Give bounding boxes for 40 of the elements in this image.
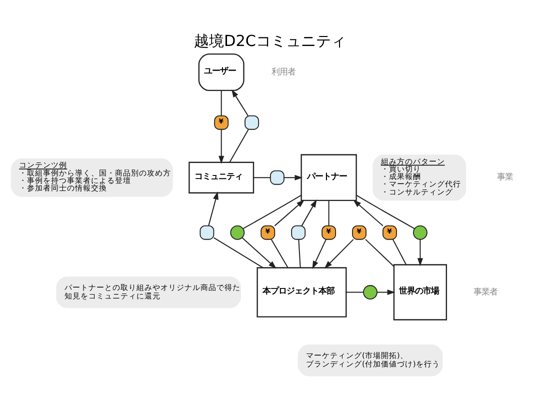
label: 事業者 bbox=[474, 286, 498, 296]
arrow bbox=[274, 199, 304, 226]
label: 利用者 bbox=[271, 66, 296, 76]
node-circle bbox=[363, 284, 378, 299]
node-box bbox=[200, 224, 214, 240]
connector bbox=[270, 238, 288, 268]
connector bbox=[242, 194, 302, 228]
node-box: 本プロジェクト本部 bbox=[256, 266, 347, 317]
arrow bbox=[353, 199, 384, 226]
node-circle bbox=[412, 224, 428, 240]
node-box: 世界の市場 bbox=[393, 264, 448, 320]
connector bbox=[328, 200, 330, 226]
connector bbox=[346, 291, 364, 292]
connector bbox=[392, 238, 407, 264]
arrow bbox=[218, 129, 224, 164]
node-box: ユーザー bbox=[198, 52, 244, 91]
arrow bbox=[324, 238, 354, 268]
connector bbox=[254, 176, 270, 178]
arrow bbox=[312, 238, 326, 268]
node-box bbox=[291, 224, 306, 240]
connector bbox=[365, 238, 394, 266]
node-box: パートナー bbox=[300, 154, 357, 201]
arrow bbox=[301, 198, 317, 226]
arrow bbox=[208, 191, 218, 226]
arrow bbox=[417, 238, 423, 266]
connector bbox=[229, 128, 249, 162]
label: 事業 bbox=[497, 171, 514, 182]
connector bbox=[356, 194, 415, 228]
arrow bbox=[377, 288, 396, 295]
node-circle bbox=[230, 224, 245, 240]
diagram-title: 越境D2Cコミュニティ bbox=[194, 31, 346, 50]
node-box: コミュニティ bbox=[188, 161, 254, 193]
arrow bbox=[242, 236, 276, 268]
connector bbox=[298, 238, 301, 268]
node-box bbox=[244, 114, 260, 130]
connector bbox=[220, 90, 222, 116]
node-box bbox=[270, 170, 284, 184]
arrow bbox=[284, 174, 303, 180]
arrow bbox=[232, 88, 249, 116]
connector bbox=[214, 236, 264, 268]
